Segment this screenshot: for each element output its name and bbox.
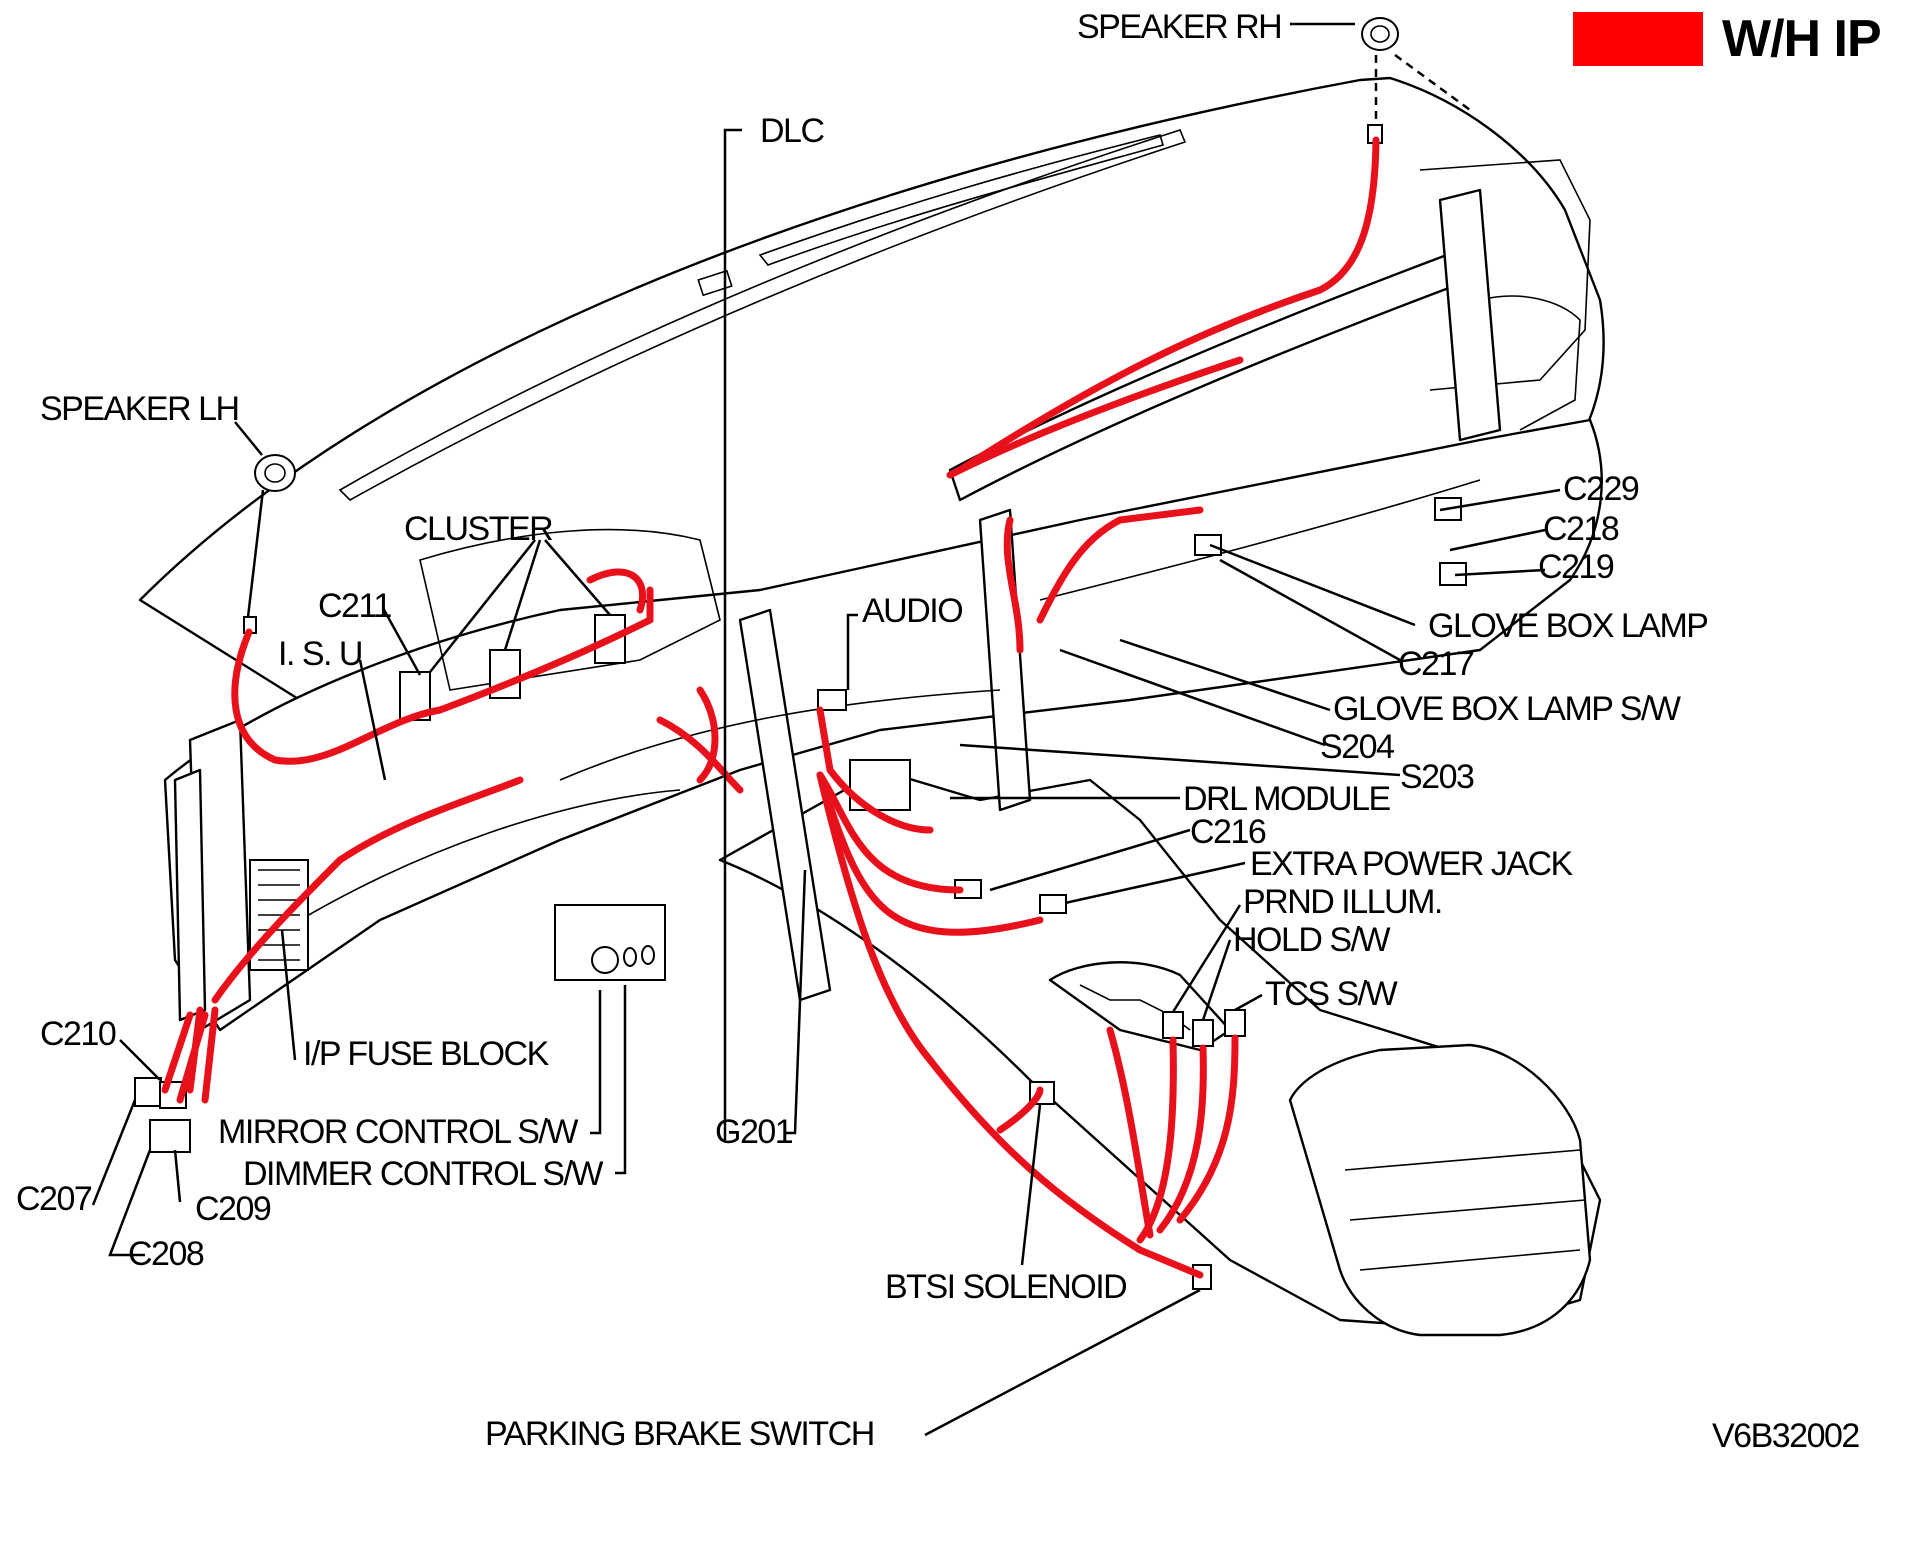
label-c217: C217 bbox=[1398, 645, 1474, 683]
label-c208: C208 bbox=[128, 1235, 204, 1273]
connector-icon bbox=[1224, 1009, 1246, 1037]
ip-wiring-harness bbox=[161, 136, 1380, 1279]
label-tcs-sw: TCS S/W bbox=[1265, 975, 1398, 1013]
label-speaker-rh: SPEAKER RH bbox=[1077, 8, 1281, 46]
connector-icon bbox=[1162, 1011, 1184, 1039]
label-speaker-lh: SPEAKER LH bbox=[40, 390, 239, 428]
speaker-lh-icon bbox=[254, 454, 296, 492]
label-parking-brake-switch: PARKING BRAKE SWITCH bbox=[485, 1415, 874, 1453]
connector-icon bbox=[1039, 894, 1067, 914]
label-c229: C229 bbox=[1563, 470, 1639, 508]
label-c216: C216 bbox=[1190, 813, 1266, 851]
label-c218: C218 bbox=[1543, 510, 1619, 548]
label-cluster: CLUSTER bbox=[404, 510, 552, 548]
label-g201: G201 bbox=[715, 1113, 793, 1151]
ip-fuse-block-icon bbox=[249, 859, 309, 971]
labels: SPEAKER RH DLC SPEAKER LH CLUSTER C211 I… bbox=[16, 8, 1861, 1455]
connector-icon bbox=[134, 1077, 162, 1107]
connector-icon bbox=[1194, 534, 1222, 556]
label-hold-sw: HOLD S/W bbox=[1233, 921, 1391, 959]
label-s203: S203 bbox=[1400, 758, 1474, 796]
label-glove-box-lamp: GLOVE BOX LAMP bbox=[1428, 607, 1707, 645]
label-prnd-illum: PRND ILLUM. bbox=[1243, 883, 1442, 921]
label-audio: AUDIO bbox=[862, 592, 962, 630]
label-dimmer-control-sw: DIMMER CONTROL S/W bbox=[243, 1155, 603, 1193]
speaker-rh-icon bbox=[1361, 17, 1399, 51]
legend-swatch bbox=[1573, 12, 1703, 66]
connector-icon bbox=[817, 689, 847, 711]
label-mirror-control-sw: MIRROR CONTROL S/W bbox=[218, 1113, 578, 1151]
label-drl-module: DRL MODULE bbox=[1183, 780, 1390, 818]
connector-icon bbox=[1192, 1019, 1214, 1047]
drawing-code: V6B32002 bbox=[1712, 1417, 1859, 1455]
label-isu: I. S. U bbox=[278, 635, 362, 673]
label-dlc: DLC bbox=[760, 112, 824, 150]
label-glove-box-lamp-sw: GLOVE BOX LAMP S/W bbox=[1333, 690, 1681, 728]
label-s204: S204 bbox=[1320, 728, 1394, 766]
label-c219: C219 bbox=[1538, 548, 1614, 586]
legend-label: W/H IP bbox=[1722, 10, 1881, 68]
label-c210: C210 bbox=[40, 1015, 116, 1053]
label-extra-power-jack: EXTRA POWER JACK bbox=[1250, 845, 1574, 883]
components bbox=[134, 17, 1467, 1290]
connector-icon bbox=[149, 1119, 191, 1153]
label-ip-fuse-block: I/P FUSE BLOCK bbox=[303, 1035, 550, 1073]
label-c209: C209 bbox=[195, 1190, 271, 1228]
label-c207: C207 bbox=[16, 1180, 92, 1218]
dimmer-switch-icon bbox=[554, 904, 666, 981]
label-btsi-solenoid: BTSI SOLENOID bbox=[885, 1268, 1126, 1306]
leader-lines bbox=[91, 22, 1561, 1437]
label-c211: C211 bbox=[318, 587, 391, 625]
